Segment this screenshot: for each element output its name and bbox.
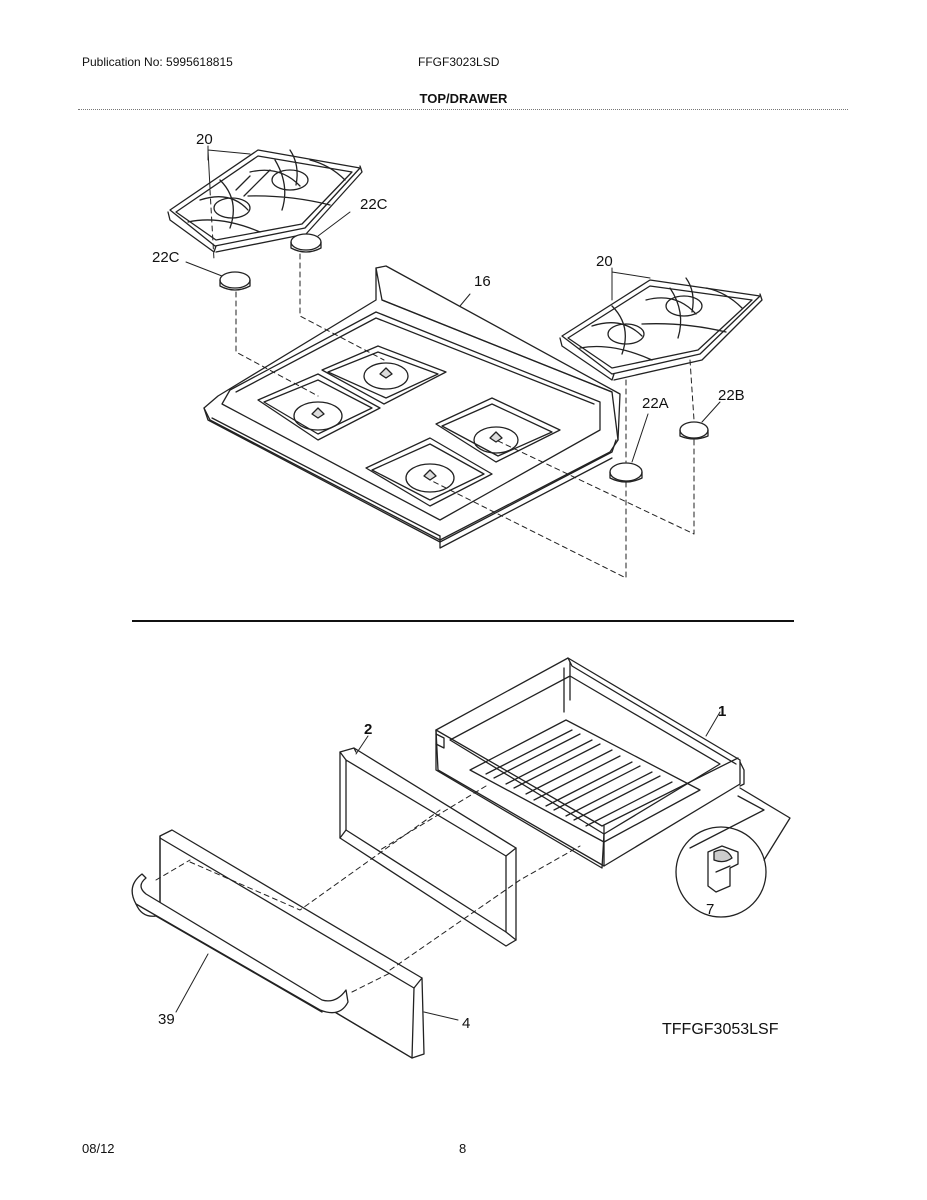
callout-22c-lower: 22C: [152, 249, 180, 266]
callout-22c-upper: 22C: [360, 196, 388, 213]
burner-cap-22c-lower: [219, 271, 251, 291]
callout-grate-right: 20: [596, 253, 613, 270]
header-divider: [78, 109, 848, 110]
callout-22a: 22A: [642, 395, 669, 412]
figure-reference: TFFGF3053LSF: [662, 1021, 779, 1038]
page-number: 8: [459, 1141, 467, 1156]
burner-grate-right: [559, 277, 763, 381]
drawer-clip-detail: [675, 787, 791, 918]
section-divider: [132, 620, 794, 622]
publication-number: Publication No: 5995618815: [82, 55, 233, 69]
drawer-body: [435, 657, 745, 869]
burner-cap-22b: [679, 421, 709, 440]
callout-cooktop: 16: [474, 273, 491, 290]
burner-grate-left: [167, 149, 363, 253]
burner-cap-22c-upper: [290, 233, 322, 253]
footer-date: 08/12: [82, 1141, 115, 1156]
model-number: FFGF3023LSD: [418, 55, 500, 69]
drawer-handle: [131, 873, 349, 1014]
callout-drawer-clip: 7: [706, 901, 714, 918]
drawer-panel: [339, 747, 517, 947]
callout-drawer-panel: 2: [364, 721, 372, 738]
callout-drawer-body: 1: [718, 703, 726, 720]
callout-drawer-handle: 39: [158, 1011, 175, 1028]
alignment-lines-top: [209, 189, 695, 579]
section-title: TOP/DRAWER: [419, 91, 508, 106]
callout-22b: 22B: [718, 387, 745, 404]
burner-cap-22a: [609, 462, 643, 483]
cooktop-main-top: [203, 265, 621, 549]
callout-drawer-front: 4: [462, 1015, 470, 1032]
alignment-lines-bottom: [155, 785, 581, 993]
callout-grate-left: 20: [196, 131, 213, 148]
